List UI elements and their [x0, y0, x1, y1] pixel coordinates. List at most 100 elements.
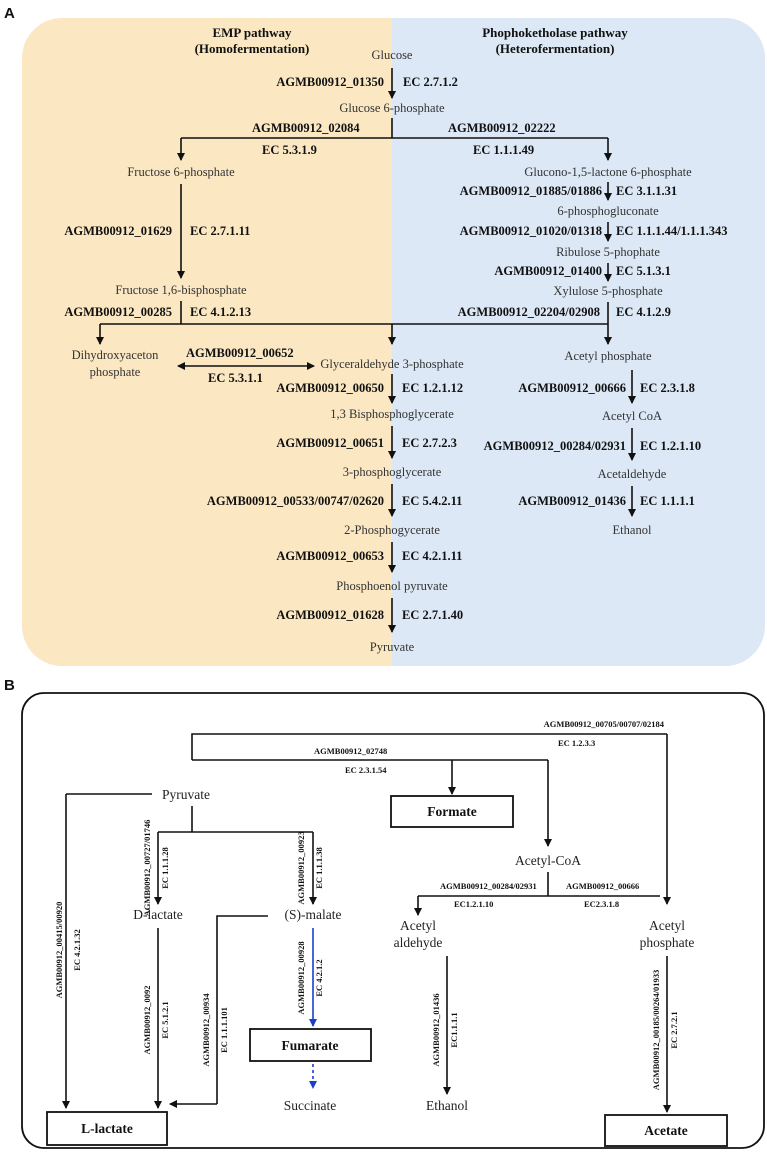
ec-5-1-3-1: EC 5.1.3.1 — [616, 264, 671, 278]
node-acoa: Acetyl CoA — [602, 409, 662, 423]
ec-2-7-1-40: EC 2.7.1.40 — [402, 608, 463, 622]
ec-2-7-1-11: EC 2.7.1.11 — [190, 224, 250, 238]
gene-00284: AGMB00912_00284/02931 — [484, 439, 626, 453]
ec-3-1-1-31: EC 3.1.1.31 — [616, 184, 677, 198]
gene-llac: AGMB00912_00415/00920 — [54, 902, 64, 999]
branch-acetylcoa — [418, 872, 549, 897]
node-dlactate: D-lactate — [133, 907, 182, 922]
panel-a-label: A — [4, 5, 15, 22]
node-acetylald: Acetyl — [400, 918, 436, 933]
gene-02204: AGMB00912_02204/02908 — [458, 305, 600, 319]
node-pgn: 6-phosphogluconate — [557, 204, 659, 218]
node-formate: Formate — [427, 804, 476, 819]
ec-mle: EC 1.1.1.101 — [219, 1007, 229, 1053]
box-fumarate — [249, 1028, 372, 1062]
ec-top: EC 1.2.3.3 — [558, 738, 595, 748]
node-glp: Glucono-1,5-lactone 6-phosphate — [524, 165, 692, 179]
box-formate — [390, 795, 514, 828]
node-fbp: Fructose 1,6-bisphosphate — [115, 283, 247, 297]
gene-ald: AGMB00912_00284/02931 — [440, 881, 537, 891]
line-malate-llac — [216, 915, 268, 1104]
node-3pg: 3-phosphoglycerate — [343, 465, 442, 479]
pk-background — [392, 18, 765, 666]
gene-race: AGMB00912_0092 — [142, 986, 152, 1055]
gene-fum: AGMB00912_00928 — [296, 941, 306, 1014]
node-glucose: Glucose — [372, 48, 413, 62]
panel-a-background — [22, 18, 765, 666]
node-ru5p: Ribulose 5-phophate — [556, 245, 660, 259]
node-acetate: Acetate — [644, 1123, 687, 1138]
gene-eth: AGMB00912_01436 — [431, 993, 441, 1066]
gene-02084: AGMB00912_02084 — [252, 121, 360, 135]
gene-01885: AGMB00912_01885/01886 — [460, 184, 602, 198]
gene-top: AGMB00912_00705/00707/02184 — [544, 719, 665, 729]
node-pyruvate-b: Pyruvate — [162, 787, 210, 802]
emp-background — [22, 18, 392, 666]
ec-fum: EC 4.2.1.2 — [314, 959, 324, 996]
gene-01020: AGMB00912_01020/01318 — [460, 224, 602, 238]
gene-01400: AGMB00912_01400 — [494, 264, 602, 278]
node-ethanol-b: Ethanol — [426, 1098, 468, 1113]
node-f6p: Fructose 6-phosphate — [127, 165, 235, 179]
node-acetylp: Acetyl — [649, 918, 685, 933]
gene-00653: AGMB00912_00653 — [276, 549, 384, 563]
node-succinate: Succinate — [284, 1098, 336, 1113]
node-acetylald-line2: aldehyde — [394, 935, 443, 950]
ec-2-3-1-8: EC 2.3.1.8 — [640, 381, 695, 395]
ec-1-2-1-10: EC 1.2.1.10 — [640, 439, 701, 453]
gene-00285: AGMB00912_00285 — [64, 305, 172, 319]
branch-pyruvate — [158, 806, 313, 833]
ec-1-2-1-12: EC 1.2.1.12 — [402, 381, 463, 395]
ec-2-7-2-3: EC 2.7.2.3 — [402, 436, 457, 450]
node-dhap-line2: phosphate — [90, 365, 141, 379]
gene-00666: AGMB00912_00666 — [518, 381, 626, 395]
pk-subheader: (Heterofermentation) — [496, 41, 615, 56]
ec-ack: EC 2.7.2.1 — [669, 1011, 679, 1048]
panel-b-frame — [21, 692, 765, 1149]
ec-dlac: EC 1.1.1.28 — [160, 847, 170, 889]
ec-llac: EC 4.2.1.32 — [72, 929, 82, 971]
ec-mal: EC 1.1.1.38 — [314, 847, 324, 889]
ec-1-1-1-1: EC 1.1.1.1 — [640, 494, 695, 508]
gene-01629: AGMB00912_01629 — [64, 224, 172, 238]
node-acald: Acetaldehyde — [598, 467, 667, 481]
gene-01628: AGMB00912_01628 — [276, 608, 384, 622]
gene-ack: AGMB00912_00185/00264/01933 — [651, 970, 661, 1090]
ec-eth: EC1.1.1.1 — [449, 1012, 459, 1047]
node-llactate: L-lactate — [81, 1121, 133, 1136]
ec-4-1-2-13: EC 4.1.2.13 — [190, 305, 251, 319]
node-dhap: Dihydroxyaceton — [72, 348, 160, 362]
emp-header: EMP pathway — [212, 25, 292, 40]
ec-5-4-2-11: EC 5.4.2.11 — [402, 494, 462, 508]
ec-5-3-1-1: EC 5.3.1.1 — [208, 371, 263, 385]
gene-mle: AGMB00912_00934 — [201, 993, 211, 1067]
ec-4-2-1-11: EC 4.2.1.11 — [402, 549, 462, 563]
node-ethanol-a: Ethanol — [613, 523, 652, 537]
gene-mal: AGMB00912_00923 — [296, 831, 306, 904]
ec-1-1-1-49: EC 1.1.1.49 — [473, 143, 534, 157]
gene-00651: AGMB00912_00651 — [276, 436, 384, 450]
node-acetylcoa: Acetyl-CoA — [515, 853, 581, 868]
node-gap: Glyceraldehyde 3-phosphate — [320, 357, 464, 371]
node-pep: Phosphoenol pyruvate — [336, 579, 448, 593]
branch-g6p — [181, 118, 608, 139]
line-top-long — [191, 733, 667, 760]
gene-01436: AGMB00912_01436 — [518, 494, 626, 508]
node-fumarate: Fumarate — [282, 1038, 339, 1053]
node-pyruvate-a: Pyruvate — [370, 640, 415, 654]
panel-b-label: B — [4, 677, 15, 694]
ec-2-7-1-2: EC 2.7.1.2 — [403, 75, 458, 89]
gene-pta: AGMB00912_00666 — [566, 881, 639, 891]
pk-header: Phophoketholase pathway — [482, 25, 628, 40]
ec-race: EC 5.1.2.1 — [160, 1001, 170, 1038]
node-acp: Acetyl phosphate — [564, 349, 652, 363]
box-llactate — [46, 1111, 168, 1146]
node-bpg: 1,3 Bisphosphoglycerate — [330, 407, 454, 421]
ec-pta: EC2.3.1.8 — [584, 899, 619, 909]
ec-4-1-2-9: EC 4.1.2.9 — [616, 305, 671, 319]
gene-02222: AGMB00912_02222 — [448, 121, 556, 135]
emp-subheader: (Homofermentation) — [195, 41, 310, 56]
ec-formate: EC 2.3.1.54 — [345, 765, 387, 775]
box-acetate — [604, 1114, 728, 1147]
